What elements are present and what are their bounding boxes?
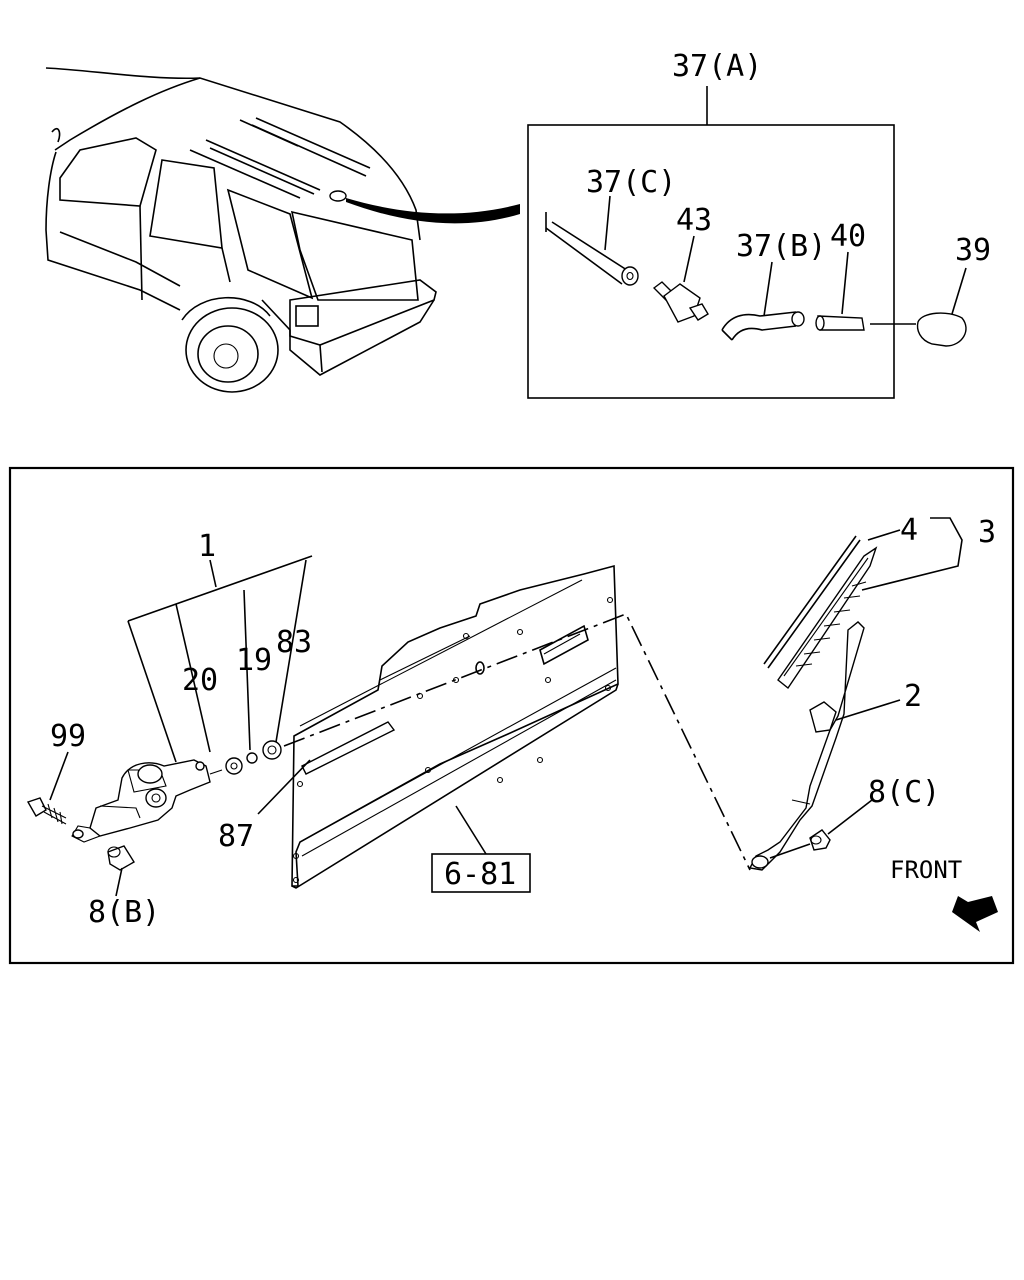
label-6-81: 6-81	[444, 857, 516, 892]
wiper-assembly-box	[8, 466, 1015, 965]
label-40: 40	[830, 219, 866, 254]
vehicle-illustration	[45, 67, 520, 393]
washer-19	[246, 752, 258, 764]
label-8b: 8(B)	[88, 895, 160, 930]
front-label: FRONT	[890, 856, 962, 884]
label-43: 43	[676, 203, 712, 238]
nut-8b	[107, 845, 135, 871]
bolt-99	[26, 797, 67, 825]
label-8c: 8(C)	[868, 775, 940, 810]
label-99: 99	[50, 719, 86, 754]
label-4: 4	[900, 513, 918, 548]
ref-box-6-81	[431, 853, 531, 893]
label-1: 1	[198, 529, 216, 564]
label-19: 19	[236, 643, 272, 678]
label-83: 83	[276, 625, 312, 660]
cap-39	[916, 312, 967, 347]
label-2: 2	[904, 679, 922, 714]
label-20: 20	[182, 663, 218, 698]
label-3: 3	[978, 515, 996, 550]
wiper-blade-3	[763, 535, 878, 690]
wiper-arm-2	[748, 621, 865, 871]
label-87: 87	[218, 819, 254, 854]
label-37c: 37(C)	[586, 165, 676, 200]
washer-nozzle-detail-box: 37(A) 37(C) 43 37(B)	[527, 49, 991, 399]
check-valve-40	[815, 315, 865, 331]
joint-43	[652, 281, 709, 323]
wiper-motor-assembly	[71, 759, 223, 843]
nut-8c	[809, 829, 831, 851]
washer-tube-37c	[545, 212, 639, 286]
center-line	[283, 612, 751, 871]
label-37b: 37(B)	[736, 229, 826, 264]
group-bracket-1	[127, 555, 313, 763]
arrow-left-down-icon	[952, 896, 998, 932]
grommet-83	[262, 740, 282, 760]
label-39: 39	[955, 233, 991, 268]
washer-20	[225, 757, 243, 775]
label-37a: 37(A)	[672, 49, 762, 84]
tailgate-panel	[291, 564, 619, 889]
hose-37b	[721, 311, 805, 341]
